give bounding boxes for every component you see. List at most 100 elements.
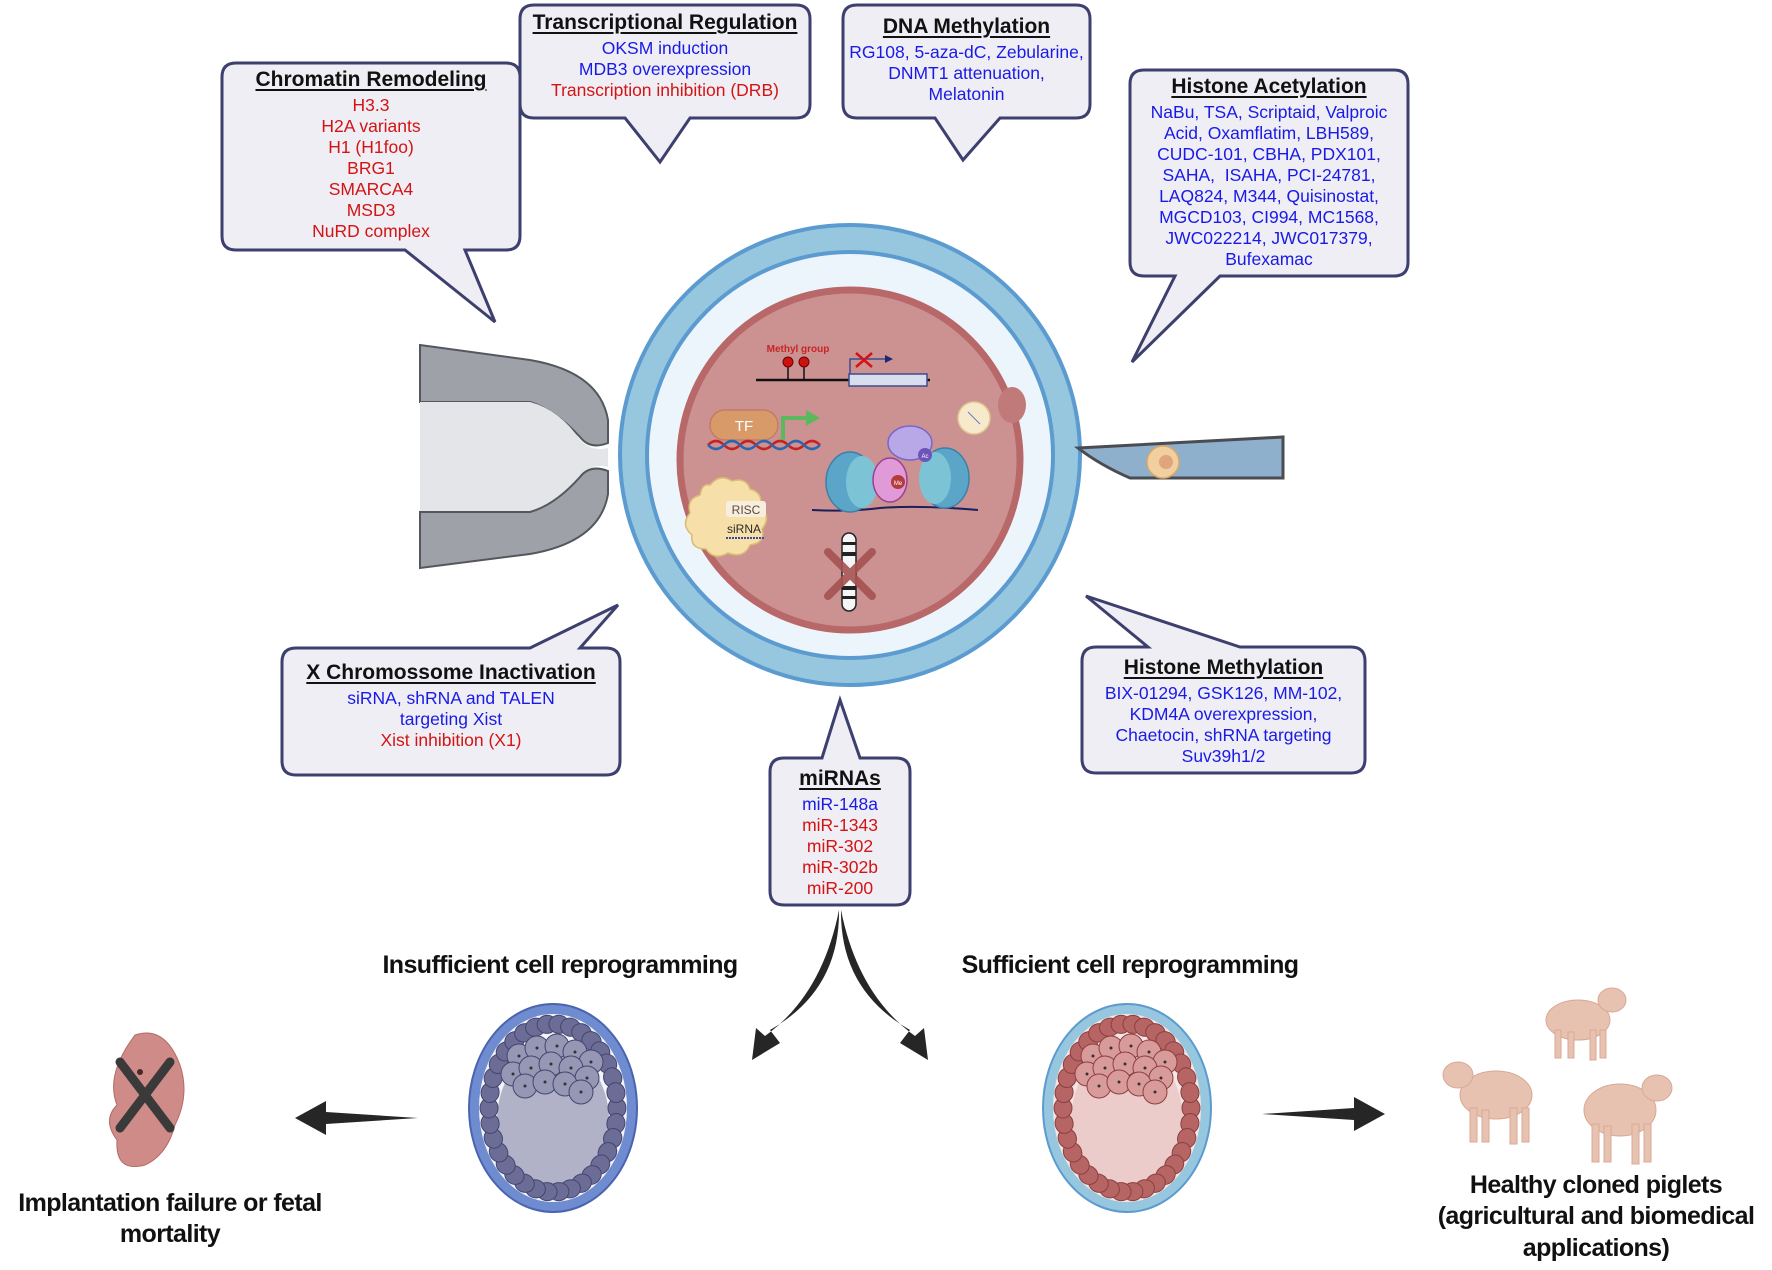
box-item: Transcription inhibition (DRB) [551, 80, 779, 101]
risc-complex-icon: RISC siRNA [684, 477, 768, 557]
cell-nucleus-dot [585, 1076, 589, 1080]
spindle-icon [957, 401, 991, 435]
cell-nucleus-dot [569, 1066, 573, 1070]
cell-nucleus-dot [549, 1062, 553, 1066]
box-title: miRNAs [799, 767, 881, 790]
box-item: SMARCA4 [328, 179, 414, 200]
success-label-line-3: applications) [1522, 1233, 1670, 1262]
cell-nucleus-dot [1147, 1050, 1151, 1054]
cell-nucleus-dot [1137, 1082, 1141, 1086]
box-item: MDB3 overexpression [578, 59, 752, 80]
cell-nucleus-dot [529, 1066, 533, 1070]
cell-nucleus-dot [589, 1060, 593, 1064]
polar-body [998, 387, 1026, 423]
blastocyst-insufficient [468, 1003, 638, 1213]
box-item: Bufexamac [1225, 249, 1313, 270]
bubble-mirnas [768, 695, 912, 907]
cell-nucleus-dot [1091, 1054, 1095, 1058]
bubble-dna-methylation [841, 3, 1092, 163]
box-item: miR-200 [806, 878, 874, 899]
risc-label: RISC [732, 503, 761, 517]
box-title: DNA Methylation [882, 15, 1051, 38]
box-item: Acid, Oxamflatim, LBH589, [1163, 123, 1375, 144]
cell-nucleus-dot [543, 1080, 547, 1084]
cell-nucleus-dot [517, 1054, 521, 1058]
piglet-left [1442, 1061, 1533, 1145]
arrow-to-failure-icon [295, 1101, 418, 1135]
box-item: H3.3 [352, 95, 390, 116]
box-title: Histone Methylation [1123, 656, 1324, 679]
cell-nucleus-dot [579, 1090, 583, 1094]
box-item: miR-302b [802, 857, 878, 878]
box-item: LAQ824, M344, Quisinostat, [1159, 186, 1379, 207]
me-label: Me [894, 481, 903, 487]
cell-nucleus-dot [523, 1084, 527, 1088]
success-label-line-1: Healthy cloned piglets [1469, 1171, 1723, 1199]
bubble-transcriptional [518, 3, 812, 165]
branch-arrows-icon [752, 910, 928, 1060]
insufficient-reprogramming-title: Insufficient cell reprogramming [382, 951, 738, 979]
box-item: miR-148a [802, 794, 878, 815]
cell-nucleus-dot [1153, 1090, 1157, 1094]
holding-pipette-icon [410, 340, 609, 575]
piglet-top [1545, 987, 1627, 1061]
sirna-label: siRNA [727, 522, 761, 536]
bubble-x-inactivation [280, 603, 622, 777]
bubble-histone-methylation [1080, 594, 1367, 775]
nucleosome-icon: Ac Me [811, 425, 979, 513]
ac-label: Ac [921, 454, 928, 460]
failed-fetus-icon [109, 1032, 185, 1167]
tf-label: TF [735, 418, 753, 435]
box-item: miR-302 [806, 836, 874, 857]
cell-nucleus-dot [511, 1072, 515, 1076]
box-item: siRNA, shRNA and TALEN [347, 688, 555, 709]
cell-nucleus-dot [1117, 1080, 1121, 1084]
cell-nucleus-dot [1143, 1066, 1147, 1070]
cell-nucleus-dot [555, 1044, 559, 1048]
box-item: KDM4A overexpression, [1129, 704, 1318, 725]
box-item: Chaetocin, shRNA targeting [1115, 725, 1332, 746]
box-item: JWC022214, JWC017379, [1165, 228, 1373, 249]
box-item: H2A variants [321, 116, 421, 137]
box-item: NaBu, TSA, Scriptaid, Valproic [1150, 102, 1388, 123]
cell-nucleus-dot [1123, 1062, 1127, 1066]
box-item: MSD3 [346, 200, 396, 221]
failure-label-line-2: mortality [119, 1220, 221, 1249]
box-item: Xist inhibition (X1) [380, 730, 522, 751]
cell-nucleus-dot [1159, 1076, 1163, 1080]
box-item: RG108, 5-aza-dC, Zebularine, [849, 42, 1084, 63]
box-item: NuRD complex [312, 221, 430, 242]
box-item: SAHA, ISAHA, PCI-24781, [1162, 165, 1376, 186]
box-title: Histone Acetylation [1171, 75, 1367, 98]
box-item: DNMT1 attenuation, [888, 63, 1045, 84]
cell-nucleus-dot [563, 1082, 567, 1086]
injection-pipette-icon [1073, 435, 1285, 480]
methyl-group-label: Methyl group [767, 344, 830, 355]
cell-nucleus-dot [1109, 1046, 1113, 1050]
methylated-gene-icon: Methyl group [756, 344, 930, 387]
failure-outcome-label: Implantation failure or fetal mortality [0, 1188, 340, 1251]
box-item: miR-1343 [802, 815, 878, 836]
piglet-right [1583, 1074, 1673, 1165]
x-chromosome-icon [824, 532, 876, 612]
box-item: BIX-01294, GSK126, MM-102, [1104, 683, 1343, 704]
piglets-icon [1442, 987, 1673, 1165]
box-item: OKSM induction [601, 38, 729, 59]
bubble-histone-acetylation [1128, 68, 1410, 364]
box-item: Melatonin [928, 84, 1005, 105]
box-title: Chromatin Remodeling [255, 68, 487, 91]
success-outcome-label: Healthy cloned piglets (agricultural and… [1420, 1170, 1772, 1264]
transcription-factor-icon: TF [707, 409, 821, 451]
box-item: H1 (H1foo) [328, 137, 414, 158]
trophectoderm-cell [606, 1082, 626, 1104]
cell-nucleus-dot [1163, 1060, 1167, 1064]
trophectoderm-cell [1180, 1082, 1200, 1104]
box-item: targeting Xist [399, 709, 503, 730]
